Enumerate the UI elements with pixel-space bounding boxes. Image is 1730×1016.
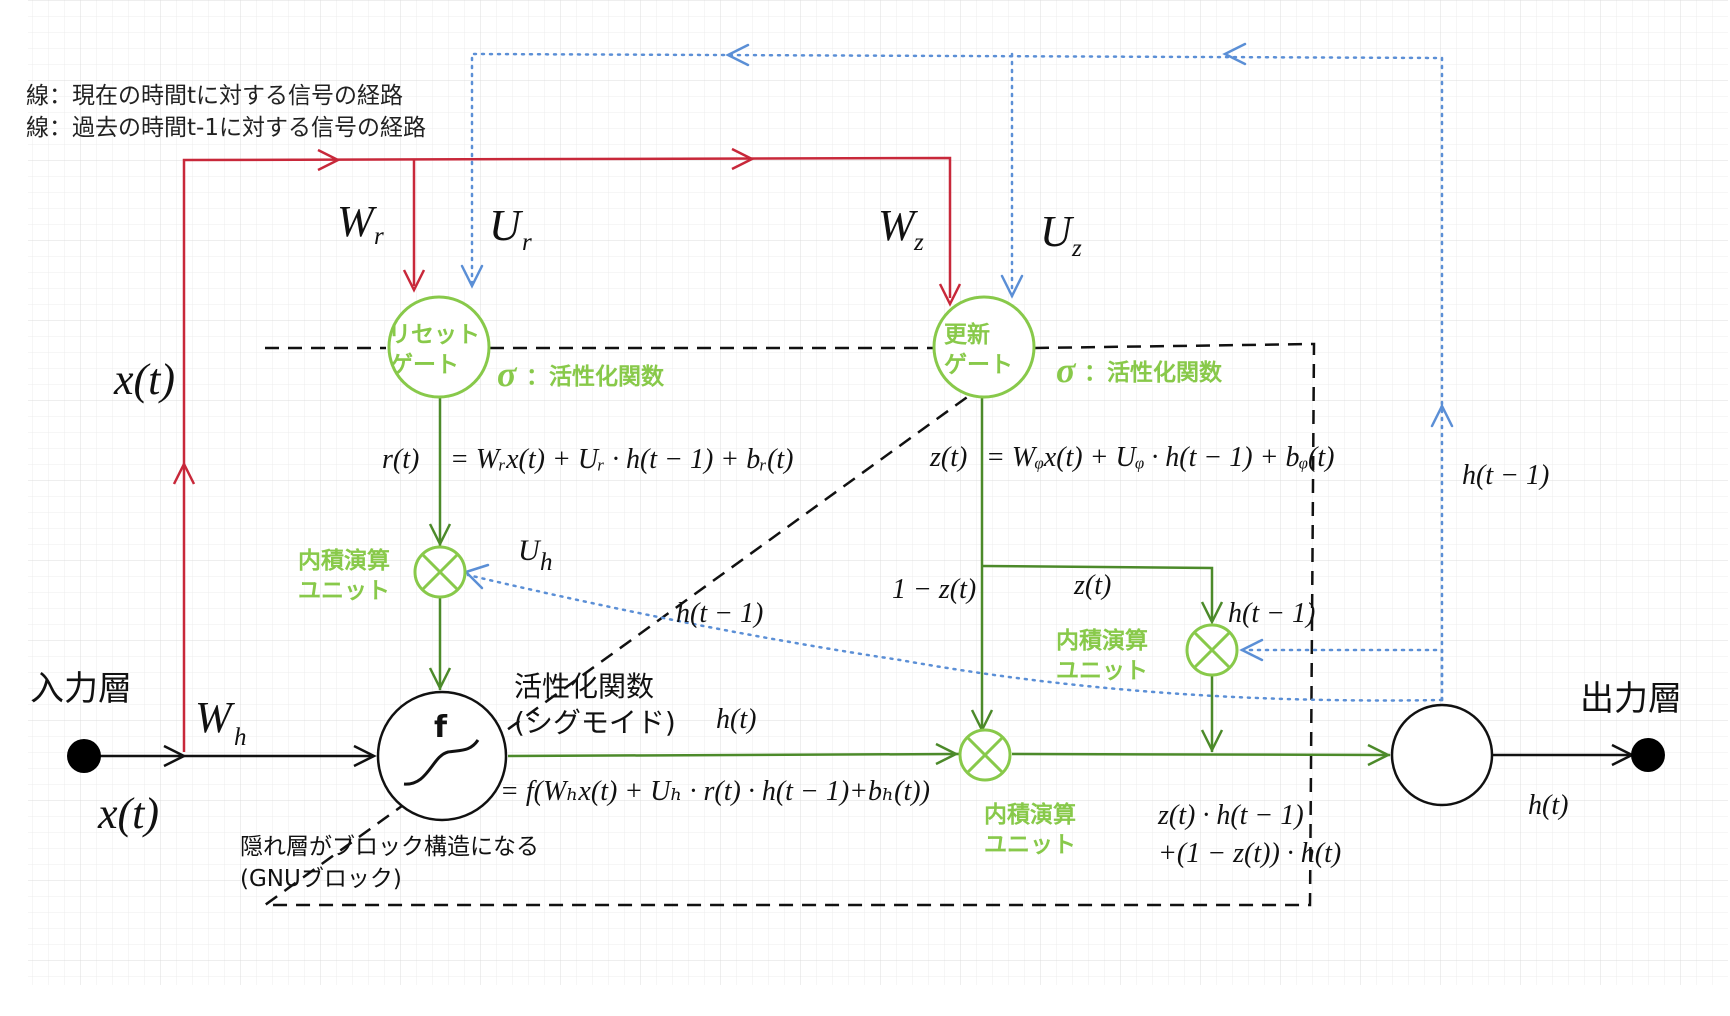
arrow-down-icon xyxy=(428,523,452,547)
block-structure-label: 隠れ層がブロック構造になる xyxy=(240,834,539,860)
arrow-left-icon xyxy=(1239,638,1264,662)
arrow-down-icon xyxy=(1200,729,1224,753)
update-gate-label-2: ゲート xyxy=(944,352,1013,378)
sigma-symbol-reset: σ xyxy=(497,354,518,394)
z-t-label: z(t) xyxy=(929,442,967,473)
update-gate xyxy=(932,295,1036,399)
h-t-minus-1-reset-label: h(t − 1) xyxy=(676,598,763,629)
legend-past-path: 線：過去の時間t-1に対する信号の経路 xyxy=(26,115,426,141)
arrow-right-icon xyxy=(353,744,377,768)
gate-paths xyxy=(428,398,1391,767)
h-t-minus-1-feedback-label: h(t − 1) xyxy=(1462,460,1549,491)
input-node xyxy=(67,739,101,773)
arrow-right-icon xyxy=(935,742,959,766)
past-time-paths xyxy=(460,42,1454,702)
output-combine-node xyxy=(1390,703,1494,807)
U-r-label: U xyxy=(489,201,524,250)
z-t-branch-label: z(t) xyxy=(1073,570,1111,601)
output-node xyxy=(1631,738,1665,772)
h-t-minus-1-update-label: h(t − 1) xyxy=(1228,598,1315,629)
arrow-down-icon xyxy=(1200,601,1224,625)
W-r-label: W xyxy=(337,197,377,246)
reset-gate-label-1: リセット xyxy=(388,322,480,348)
update-gate-equation: = Wᵩx(t) + Uᵩ · h(t − 1) + bᵩ(t) xyxy=(986,442,1334,473)
inner-product-node-output xyxy=(1185,623,1239,677)
arrow-right-icon xyxy=(1367,743,1391,767)
h-t-output-label: h(t) xyxy=(1528,790,1568,821)
gnu-block-label: (GNUブロック) xyxy=(240,866,402,892)
sigma-symbol-update: σ xyxy=(1056,350,1077,390)
inner-product-label-output-1: 内積演算 xyxy=(1056,627,1148,654)
inner-product-label-hidden-1: 内積演算 xyxy=(984,801,1076,828)
U-h-subscript: h xyxy=(540,549,553,576)
inner-product-label-hidden-2: ユニット xyxy=(984,832,1076,858)
W-h-subscript: h xyxy=(234,724,247,751)
W-r-subscript: r xyxy=(374,223,384,250)
update-gate-label-1: 更新 xyxy=(944,321,990,348)
activation-function-label: 活性化関数 xyxy=(514,670,654,703)
sigma-desc-reset: ：活性化関数 xyxy=(526,363,665,390)
output-equation-line-1: z(t) · h(t − 1) xyxy=(1157,800,1304,831)
sigma-desc-update: ：活性化関数 xyxy=(1084,359,1223,386)
arrow-right-icon xyxy=(731,147,755,171)
U-z-label: U xyxy=(1040,207,1075,256)
arrow-left-icon xyxy=(725,43,750,67)
r-t-label: r(t) xyxy=(382,444,419,475)
inner-product-node-hidden xyxy=(958,728,1012,782)
arrow-right-icon xyxy=(163,744,187,768)
inner-product-label-reset-1: 内積演算 xyxy=(298,547,390,574)
one-minus-z-label: 1 − z(t) xyxy=(892,574,976,605)
U-h-label: U xyxy=(518,534,542,567)
W-h-label: W xyxy=(195,693,235,742)
arrow-down-icon xyxy=(938,283,962,307)
arrow-down-icon xyxy=(460,264,484,289)
hidden-state-equation: = f(Wₕx(t) + Uₕ · r(t) · h(t − 1)+bₕ(t)) xyxy=(500,776,930,807)
W-z-subscript: z xyxy=(913,229,924,256)
inner-product-node-reset xyxy=(413,545,467,599)
arrow-down-icon xyxy=(428,667,452,691)
output-equation-line-2: +(1 − z(t)) · h(t) xyxy=(1158,838,1341,869)
inner-product-label-output-2: ユニット xyxy=(1056,658,1148,684)
current-time-paths xyxy=(172,147,962,752)
arrow-right-icon xyxy=(317,148,341,172)
activation-sigmoid-label: (シグモイド) xyxy=(514,706,676,739)
grid-background xyxy=(28,0,1728,985)
arrow-up-icon xyxy=(172,461,196,485)
arrow-down-icon xyxy=(402,269,426,293)
inner-product-label-reset-2: ユニット xyxy=(298,578,390,604)
h-t-hidden-label: h(t) xyxy=(716,704,756,735)
arrow-up-icon xyxy=(1430,403,1454,428)
f-symbol: f xyxy=(434,710,448,745)
gru-block-border xyxy=(261,342,1316,907)
reset-gate-label-2: ゲート xyxy=(390,352,459,378)
x-t-upper-label: x(t) xyxy=(113,355,175,404)
arrow-left-icon xyxy=(1222,42,1247,66)
reset-gate xyxy=(387,295,491,399)
output-layer-label: 出力層 xyxy=(1580,679,1682,719)
reset-gate-equation: = Wᵣx(t) + Uᵣ · h(t − 1) + bᵣ(t) xyxy=(450,444,794,475)
W-z-label: W xyxy=(878,201,918,250)
U-z-subscript: z xyxy=(1071,235,1082,262)
arrow-down-icon xyxy=(1000,274,1024,299)
input-layer-label: 入力層 xyxy=(30,669,132,709)
sigmoid-curve-icon xyxy=(403,739,480,786)
U-r-subscript: r xyxy=(522,229,532,256)
legend-current-path: 線：現在の時間tに対する信号の経路 xyxy=(26,83,403,109)
x-t-lower-label: x(t) xyxy=(97,789,159,838)
